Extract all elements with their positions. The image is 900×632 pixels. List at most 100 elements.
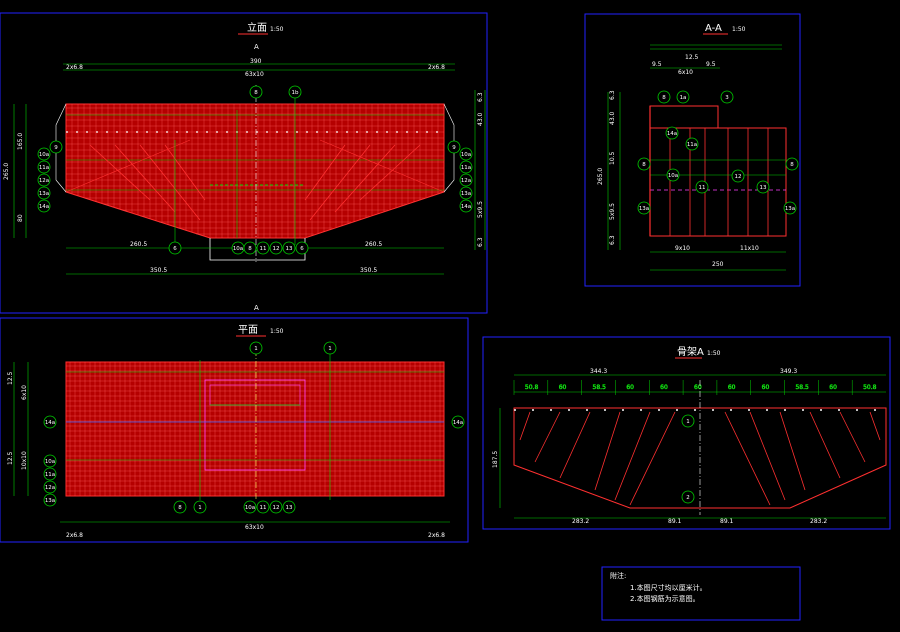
detail-top-dim: 60 <box>660 384 668 391</box>
svg-text:14a: 14a <box>45 420 55 426</box>
section-aa-title: A-A <box>705 23 722 34</box>
svg-text:6: 6 <box>300 246 304 252</box>
front-section-mark: A <box>254 43 259 51</box>
svg-text:8: 8 <box>254 90 258 96</box>
detail-top-dim: 50.8 <box>525 384 539 391</box>
plan-view-scale: 1:50 <box>270 328 284 335</box>
svg-text:3: 3 <box>725 95 729 101</box>
front-dim-bottom-left: 260.5 <box>130 241 147 248</box>
plan-view-title: 平面 <box>238 325 258 336</box>
detail-bottom-1: 283.2 <box>572 518 589 525</box>
detail-top-dim: 60 <box>829 384 837 391</box>
front-view-scale: 1:50 <box>270 26 284 33</box>
svg-text:12a: 12a <box>39 178 49 184</box>
aa-dim-left-3: 265.0 <box>597 168 604 185</box>
front-view: 立面 1:50 A 2x6.8 63x10 2x6.8 390 <box>0 12 488 314</box>
notes-box: 附注: 1.本图尺寸均以厘米计。 2.本图钢筋为示意图。 <box>601 566 801 621</box>
svg-text:13a: 13a <box>39 191 49 197</box>
aa-dim-top-3: 9.5 <box>706 61 716 68</box>
detail-a-scale: 1:50 <box>707 350 721 357</box>
svg-text:1: 1 <box>254 346 258 352</box>
aa-dim-left-2: 43.0 <box>609 111 616 125</box>
svg-text:6: 6 <box>173 246 177 252</box>
svg-text:14a: 14a <box>461 204 471 210</box>
svg-text:12: 12 <box>273 246 280 252</box>
svg-text:12: 12 <box>735 174 742 180</box>
front-dim-top-left: 2x6.8 <box>66 64 83 71</box>
svg-text:11: 11 <box>260 505 267 511</box>
svg-text:13a: 13a <box>45 498 55 504</box>
detail-top-dim: 58.5 <box>593 384 607 391</box>
svg-text:11a: 11a <box>39 165 49 171</box>
notes-line-2: 2.本图钢筋为示意图。 <box>630 594 700 603</box>
front-view-title: 立面 <box>247 21 267 34</box>
svg-text:8: 8 <box>790 162 794 168</box>
aa-dim-left-6: 6.3 <box>609 235 616 245</box>
section-aa-scale: 1:50 <box>732 26 746 33</box>
front-dim-right-2: 43.0 <box>477 112 484 126</box>
plan-view: A 平面 1:50 2x6.8 63x10 2x6.8 12.5 6x10 12… <box>0 304 469 543</box>
section-aa: A-A 1:50 9.5 6x10 9.5 12.5 250 9x10 11x1… <box>584 13 801 287</box>
svg-text:8: 8 <box>662 95 666 101</box>
detail-top-dim: 50.8 <box>863 384 877 391</box>
notes-heading: 附注: <box>610 571 626 580</box>
aa-callouts: 8 1a 3 14a 11a 8 8 10a 11 12 13 13a 13a <box>637 90 799 215</box>
svg-text:13a: 13a <box>461 191 471 197</box>
svg-text:1: 1 <box>198 505 202 511</box>
plan-dim-left-3: 12.5 <box>7 451 14 465</box>
svg-text:2: 2 <box>686 495 690 501</box>
front-dim-left-3: 80 <box>17 214 24 222</box>
aa-dim-top-1: 9.5 <box>652 61 662 68</box>
aa-dim-top-2: 6x10 <box>678 69 693 76</box>
front-dim-left-2: 165.0 <box>17 133 24 150</box>
front-dim-top-mid: 63x10 <box>245 71 264 78</box>
front-dim-top-right: 2x6.8 <box>428 64 445 71</box>
svg-text:9: 9 <box>452 145 456 151</box>
front-callouts: 8 1b 9 9 10a 11a 12a 13a 14a 10a 11a 12a… <box>37 85 473 255</box>
detail-a-frame <box>482 336 891 530</box>
svg-text:8: 8 <box>248 246 252 252</box>
svg-text:1: 1 <box>328 346 332 352</box>
aa-dim-left-5: 5x9.5 <box>609 203 616 220</box>
aa-dim-left-4: 10.5 <box>609 151 616 165</box>
aa-dim-top-4: 12.5 <box>685 54 699 61</box>
aa-dim-bottom-total: 250 <box>712 261 724 268</box>
front-dim-left-1: 265.0 <box>3 163 10 180</box>
detail-top-dim: 60 <box>694 384 702 391</box>
svg-text:1a: 1a <box>680 95 687 101</box>
svg-text:13a: 13a <box>785 206 795 212</box>
front-dim-bottom-right: 260.5 <box>365 241 382 248</box>
svg-text:10a: 10a <box>668 173 678 179</box>
front-dim-right-1: 6.3 <box>477 92 484 102</box>
svg-text:10a: 10a <box>45 459 55 465</box>
detail-bottom-3: 89.1 <box>720 518 734 525</box>
svg-text:1: 1 <box>686 419 690 425</box>
detail-a-title: 骨架A <box>677 346 704 358</box>
svg-text:12a: 12a <box>45 485 55 491</box>
svg-text:12: 12 <box>273 505 280 511</box>
svg-text:11a: 11a <box>45 472 55 478</box>
detail-top-dim: 60 <box>626 384 634 391</box>
svg-text:11a: 11a <box>461 165 471 171</box>
svg-text:8: 8 <box>642 162 646 168</box>
svg-text:13: 13 <box>760 185 767 191</box>
front-body <box>65 103 445 239</box>
plan-section-mark: A <box>254 304 259 312</box>
svg-text:10a: 10a <box>233 246 243 252</box>
svg-text:13: 13 <box>286 246 293 252</box>
plan-dim-bottom-mid: 63x10 <box>245 524 264 531</box>
detail-half-left: 344.3 <box>590 368 607 375</box>
svg-text:10a: 10a <box>461 152 471 158</box>
front-dim-bottom2-left: 350.5 <box>150 267 167 274</box>
aa-dim-bottom-right: 11x10 <box>740 245 759 252</box>
plan-callouts: 1 1 14a 14a 10a 11a 12a 13a 8 1 10a 11 1… <box>43 341 465 514</box>
front-view-frame <box>0 12 488 314</box>
detail-callout-1 <box>681 414 695 428</box>
detail-top-dim: 58.5 <box>795 384 809 391</box>
front-dim-total: 390 <box>250 58 262 65</box>
detail-bottom-4: 283.2 <box>810 518 827 525</box>
plan-dim-left-2: 6x10 <box>21 385 28 400</box>
plan-dim-left-1: 12.5 <box>7 371 14 385</box>
